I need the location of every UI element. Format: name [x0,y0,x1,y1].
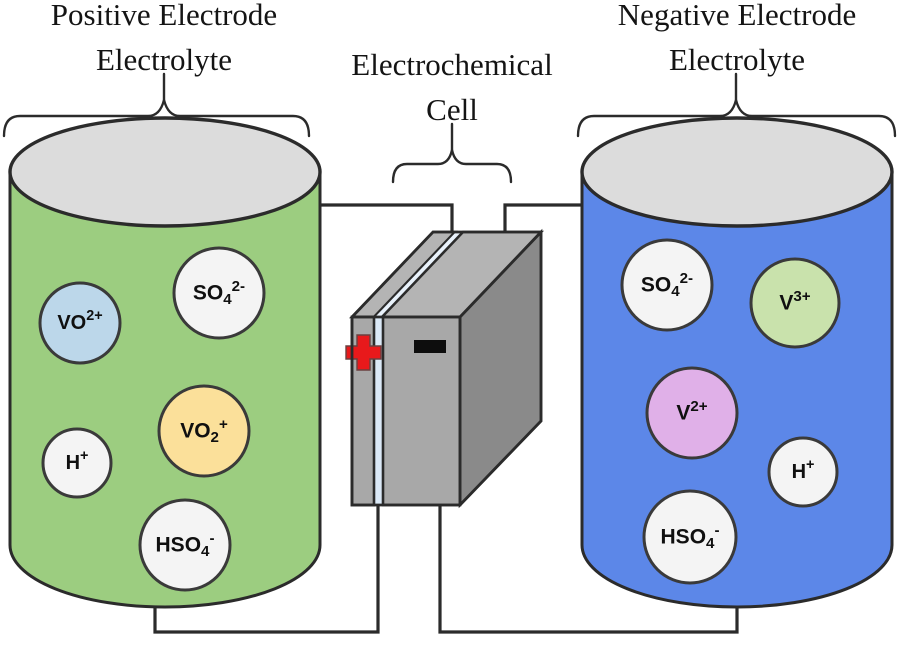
ion-bubble-so4-left[interactable]: SO42- [172,246,266,340]
center-brace [391,122,513,184]
ion-bubble-so4-right[interactable]: SO42- [620,238,714,332]
electrochemical-cell[interactable] [345,228,545,509]
ion-label: SO42- [641,270,693,300]
ion-bubble-vo2plus[interactable]: VO2+ [38,281,122,365]
right-brace [576,72,897,138]
left-title-line2: Electrolyte [96,42,232,77]
center-title-line2: Cell [426,92,478,127]
left-tank-ions: VO2+ SO42- VO2+ H+ HSO4- [38,246,266,592]
right-title-line1: Negative Electrode [618,0,856,32]
right-tank-top [580,116,894,228]
left-brace [2,72,311,138]
ion-bubble-hso4-left[interactable]: HSO4- [138,498,232,592]
right-tank-ions: SO42- V3+V2+ H+ HSO4- [620,238,841,585]
ion-bubble-h-right[interactable]: H+ [767,436,839,508]
ion-circle [767,436,839,508]
positive-terminal-icon [345,334,382,371]
ion-circle [41,427,113,499]
center-title-line1: Electrochemical [351,47,552,82]
ion-circle [642,489,738,585]
ion-circle [38,281,122,365]
cell-outline [350,230,543,507]
ion-bubble-v2plus[interactable]: V2+ [645,366,739,460]
left-tank-top [8,116,322,228]
ion-circle [172,246,266,340]
right-title-line2: Electrolyte [669,42,805,77]
cell-membrane [373,316,384,506]
ion-bubble-h-left[interactable]: H+ [41,427,113,499]
left-title-line1: Positive Electrode [51,0,277,32]
ion-circle [749,257,841,349]
ion-bubble-vo2-plus[interactable]: VO2+ [157,384,251,478]
ion-circle [645,366,739,460]
ion-circle [620,238,714,332]
ion-bubble-v3plus[interactable]: V3+ [749,257,841,349]
pipe-bottom-right [438,505,739,634]
negative-terminal-icon [414,340,446,353]
ion-bubble-hso4-right[interactable]: HSO4- [642,489,738,585]
pipe-bottom-left [153,505,380,634]
ion-circle [157,384,251,478]
ion-circle [138,498,232,592]
pipe-top-right [503,203,590,243]
